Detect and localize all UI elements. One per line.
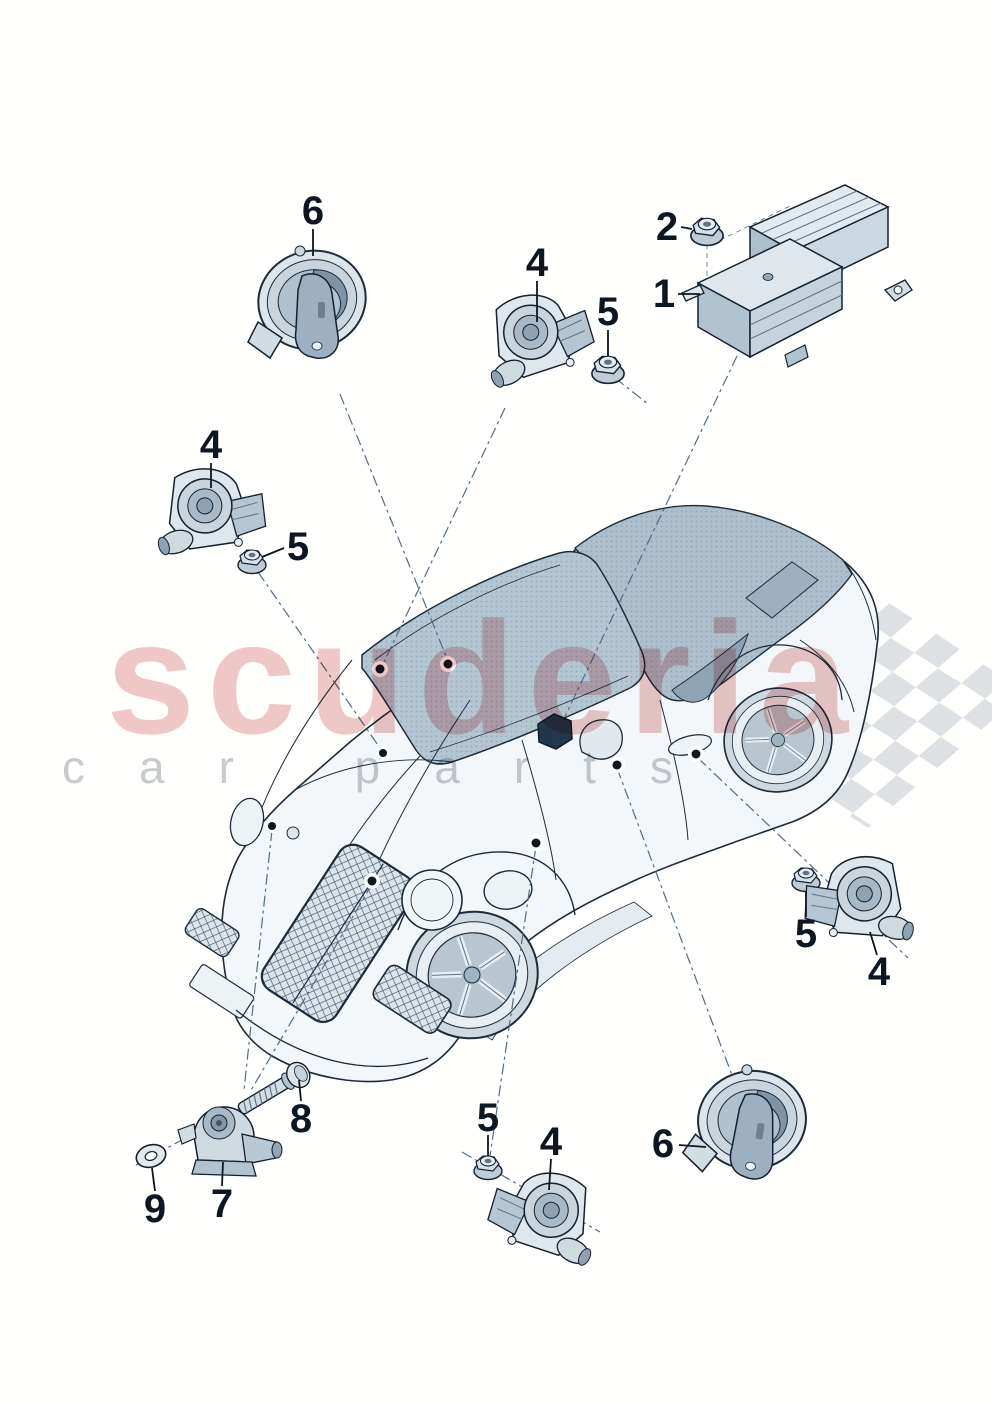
callout-4-left-sensor: 4 bbox=[199, 423, 223, 467]
callout-4-right-sensor: 4 bbox=[867, 950, 891, 994]
callout-6-rear-alarm-horn: 6 bbox=[651, 1122, 675, 1166]
mount-dot bbox=[528, 835, 544, 851]
part-2-hex-nut bbox=[690, 217, 724, 247]
car-intake-right bbox=[372, 964, 452, 1034]
mount-dot bbox=[609, 757, 625, 773]
mount-dot bbox=[364, 873, 380, 889]
mount-dot bbox=[265, 819, 279, 833]
mount-dot bbox=[376, 746, 390, 760]
callout-2-nut: 2 bbox=[655, 205, 679, 249]
callout-4-sill-sensor: 4 bbox=[539, 1120, 563, 1164]
part-4-crash-sensor-sill bbox=[483, 1166, 603, 1271]
part-9-washer bbox=[132, 1140, 170, 1172]
car-quarter-window bbox=[671, 632, 749, 703]
car-headlight-inner bbox=[483, 870, 533, 910]
part-5-hex-nut bbox=[591, 355, 625, 385]
part-5-hex-nut bbox=[473, 1155, 503, 1181]
car-mirror bbox=[579, 719, 623, 760]
car-intake-left bbox=[184, 908, 240, 958]
mount-dot bbox=[372, 661, 388, 677]
car-rear-window bbox=[745, 561, 819, 619]
callout-5-nut: 5 bbox=[794, 912, 818, 956]
callout-1-control-unit: 1 bbox=[652, 272, 676, 316]
mount-hexagon bbox=[537, 713, 573, 750]
mount-dot bbox=[440, 656, 456, 672]
callout-5-nut: 5 bbox=[286, 525, 310, 569]
callout-7-impact-sensor: 7 bbox=[210, 1182, 234, 1226]
car-illustration bbox=[184, 504, 879, 1083]
part-5-hex-nut bbox=[237, 549, 267, 575]
car-bonnet-badge bbox=[286, 826, 300, 840]
car-headlight-left bbox=[229, 797, 265, 847]
callout-9-washer: 9 bbox=[143, 1187, 167, 1231]
part-1-airbag-control-unit bbox=[681, 184, 913, 368]
car-number-plate bbox=[189, 964, 255, 1019]
callout-8-bolt: 8 bbox=[289, 1097, 313, 1141]
callout-4-windscreen-sensor: 4 bbox=[525, 241, 549, 285]
rear-wheel bbox=[723, 687, 833, 793]
callout-6-front-alarm-horn: 6 bbox=[301, 189, 325, 233]
mount-dot bbox=[688, 746, 704, 762]
part-4-crash-sensor-windscreen bbox=[479, 288, 599, 393]
part-6-alarm-horn-rear bbox=[678, 1049, 826, 1191]
callout-5-nut: 5 bbox=[476, 1096, 500, 1140]
callout-lines bbox=[151, 226, 878, 1192]
callout-5-nut: 5 bbox=[596, 290, 620, 334]
part-7-impact-sensor bbox=[177, 1106, 283, 1177]
mounting-points bbox=[265, 656, 704, 889]
part-6-alarm-horn-front bbox=[246, 237, 378, 363]
